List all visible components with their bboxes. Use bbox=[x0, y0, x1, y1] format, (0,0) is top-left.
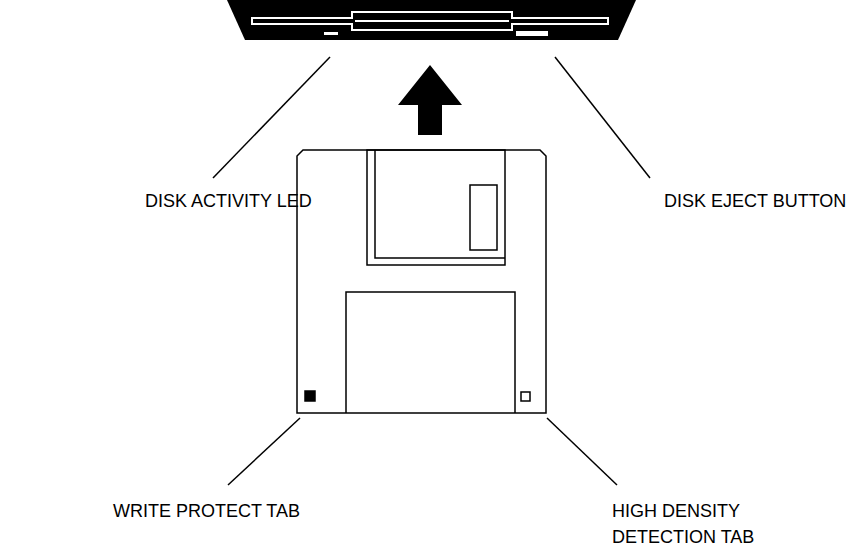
leader-line bbox=[555, 57, 650, 178]
disk-body bbox=[297, 150, 546, 413]
eject-button bbox=[516, 31, 548, 36]
disk-slot bbox=[252, 12, 608, 30]
leader-line bbox=[213, 57, 330, 178]
shutter-window bbox=[470, 185, 497, 250]
leader-lines bbox=[213, 57, 650, 485]
part-label: WRITE PROTECT TAB bbox=[113, 498, 353, 524]
activity-led bbox=[324, 32, 338, 35]
leader-line bbox=[547, 418, 617, 485]
drive-bezel bbox=[227, 0, 636, 40]
write-protect-hole bbox=[305, 391, 315, 401]
part-label: DISK EJECT BUTTON bbox=[664, 188, 858, 214]
leader-line bbox=[228, 418, 300, 485]
part-label: HIGH DENSITY DETECTION TAB bbox=[612, 498, 782, 550]
high-density-hole bbox=[521, 392, 530, 401]
floppy-disk bbox=[297, 150, 546, 413]
label-area bbox=[346, 292, 515, 413]
shutter-edge bbox=[375, 150, 505, 258]
slot-center bbox=[355, 20, 509, 22]
part-label: DISK ACTIVITY LED bbox=[145, 188, 385, 214]
insert-arrow bbox=[398, 65, 462, 135]
shutter bbox=[367, 150, 505, 265]
floppy-drive bbox=[227, 0, 636, 40]
